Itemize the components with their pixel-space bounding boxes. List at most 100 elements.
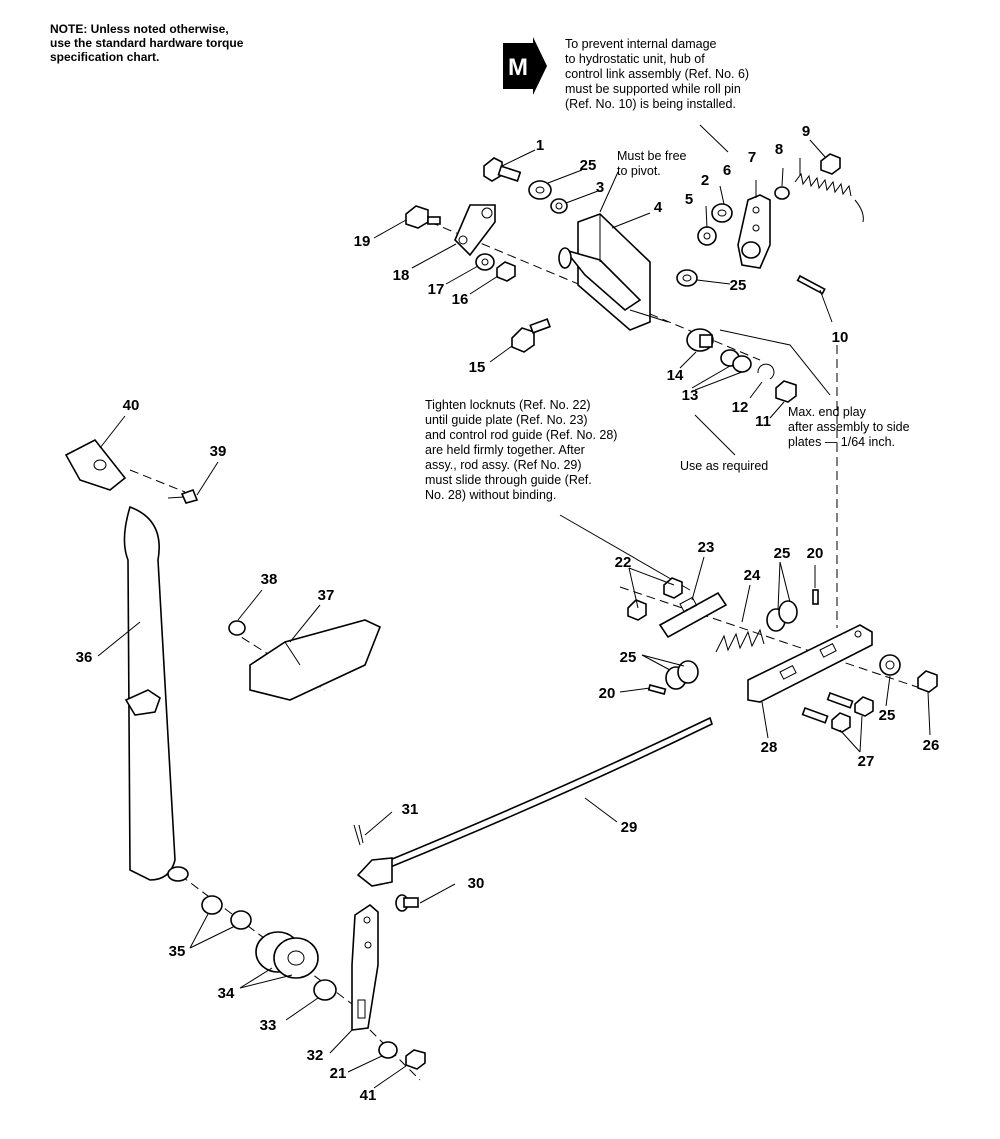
part-26-nut <box>917 670 938 693</box>
label-18: 18 <box>393 267 410 284</box>
part-11-nut <box>775 380 797 403</box>
part-23-guide-plate <box>658 591 728 639</box>
part-leaders <box>97 139 931 1089</box>
part-28-rod-guide <box>747 624 873 703</box>
part-25-washer-right <box>879 654 901 676</box>
label-14: 14 <box>667 367 684 384</box>
part-31-cotter-pin <box>353 824 364 846</box>
part-25-washer-top <box>528 180 552 200</box>
part-10-roll-pin <box>796 274 826 295</box>
label-27: 27 <box>858 753 875 770</box>
label-24: 24 <box>744 567 761 584</box>
part-9-nut <box>820 153 841 175</box>
label-20-lower: 20 <box>599 685 616 702</box>
part-20-pin-upper <box>812 589 819 605</box>
label-22: 22 <box>615 554 632 571</box>
label-2: 2 <box>701 172 709 189</box>
part-14-bushing <box>686 328 714 352</box>
label-6: 6 <box>723 162 731 179</box>
part-18-plate <box>454 204 496 257</box>
label-25-pair-upper: 25 <box>774 545 791 562</box>
label-16: 16 <box>452 291 469 308</box>
part-25-washers-pair-lower <box>665 660 699 690</box>
callout-locknuts: Tighten locknuts (Ref. No. 22) until gui… <box>425 398 618 502</box>
label-20-upper: 20 <box>807 545 824 562</box>
label-39: 39 <box>210 443 227 460</box>
part-30-pin <box>395 894 419 912</box>
part-17-washer <box>475 253 495 271</box>
part-40-knob <box>64 438 127 491</box>
part-36-handle <box>123 505 189 882</box>
label-26: 26 <box>923 737 940 754</box>
callout-pivot: Must be free to pivot. <box>617 149 687 178</box>
part-19-bolt <box>405 205 441 229</box>
part-25-washer-mid <box>676 269 698 287</box>
part-38-screw <box>228 620 246 636</box>
label-37: 37 <box>318 587 335 604</box>
part-5-bushing <box>697 226 717 246</box>
label-40: 40 <box>123 397 140 414</box>
label-10: 10 <box>832 329 849 346</box>
callout-hydrostatic: To prevent internal damage to hydrostati… <box>565 37 750 111</box>
label-33: 33 <box>260 1017 277 1034</box>
m-symbol: M <box>508 54 528 81</box>
part-6-control-link <box>737 194 771 269</box>
part-clevis <box>356 857 393 887</box>
label-4: 4 <box>654 199 663 216</box>
part-35-bushings <box>201 895 252 930</box>
m-arrow-icon: M <box>503 37 547 95</box>
part-7-washer <box>774 186 790 200</box>
part-15-bolt <box>511 318 551 353</box>
part-3-bushing <box>550 198 568 214</box>
label-11: 11 <box>755 413 771 430</box>
label-31: 31 <box>402 801 419 818</box>
label-32: 32 <box>307 1047 324 1064</box>
leader-pivot <box>599 171 619 213</box>
label-25-right: 25 <box>879 707 896 724</box>
part-34-pulley <box>255 931 319 979</box>
label-25-pair-lower: 25 <box>620 649 637 666</box>
part-1-bolt <box>483 157 522 182</box>
label-23: 23 <box>698 539 715 556</box>
leader-end-play <box>719 329 831 396</box>
leader-hydrostatic <box>699 124 729 153</box>
label-17: 17 <box>428 281 445 298</box>
part-13-washers <box>720 349 752 373</box>
part-4-pivot-bracket <box>558 213 669 331</box>
part-20-pin-lower <box>647 684 667 695</box>
callout-use-as-required: Use as required <box>680 459 769 473</box>
label-1: 1 <box>536 137 544 154</box>
label-29: 29 <box>621 819 638 836</box>
label-41: 41 <box>360 1087 377 1104</box>
part-21-washer <box>378 1041 398 1059</box>
leader-use-required <box>694 414 736 456</box>
part-27-bolts <box>801 691 874 733</box>
part-32-lever <box>351 903 379 1031</box>
label-9: 9 <box>802 123 810 140</box>
part-25-washers-pair-upper <box>766 600 798 632</box>
leader-locknuts <box>559 514 691 591</box>
label-21: 21 <box>330 1065 347 1082</box>
part-39-screw <box>167 488 199 504</box>
label-19: 19 <box>354 233 371 250</box>
callout-end-play: Max. end play after assembly to side pla… <box>788 405 910 449</box>
centerline-rod-guide <box>619 586 921 689</box>
centerline-knob <box>129 469 186 493</box>
label-5: 5 <box>685 191 693 208</box>
part-41-nut <box>405 1049 426 1070</box>
part-33-spacer <box>313 979 337 1001</box>
part-24-spring <box>715 628 765 653</box>
label-13: 13 <box>682 387 699 404</box>
label-3: 3 <box>596 179 604 196</box>
label-38: 38 <box>261 571 278 588</box>
part-2-washer <box>711 203 733 223</box>
label-30: 30 <box>468 875 485 892</box>
label-34: 34 <box>218 985 235 1002</box>
label-35: 35 <box>169 943 186 960</box>
label-15: 15 <box>469 359 486 376</box>
label-25-mid: 25 <box>730 277 747 294</box>
part-12-clip <box>757 363 775 380</box>
label-36: 36 <box>76 649 93 666</box>
